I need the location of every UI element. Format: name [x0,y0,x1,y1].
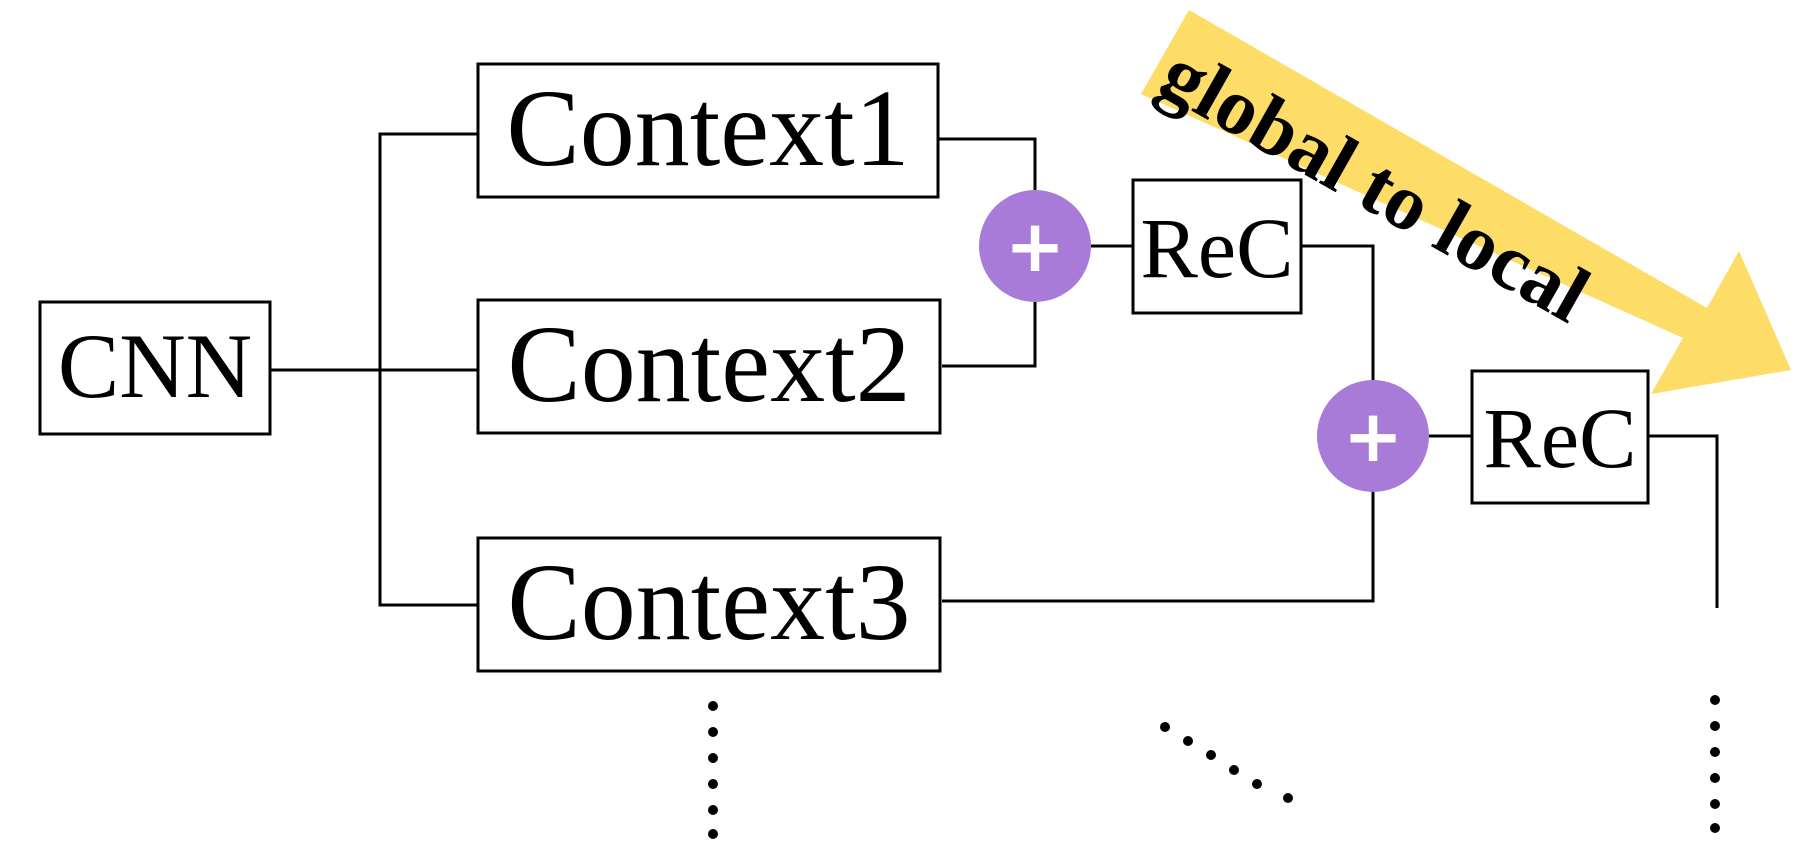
dot [708,805,718,815]
dot [1710,823,1720,833]
cnn-label: CNN [58,315,252,417]
context3-node: Context3 [476,536,942,673]
dot [1283,793,1293,803]
cnn-node: CNN [38,300,272,436]
banner-arrow-shape [1141,10,1791,394]
context3-label: Context3 [507,541,910,663]
dot [708,753,718,763]
context2-node: Context2 [476,298,942,435]
rec1-box [1131,178,1303,315]
continuation-dots-context [708,701,718,839]
context2-label: Context2 [507,303,910,425]
dot [708,829,718,839]
rec1-node: ReC [1131,178,1303,315]
rec2-node: ReC [1470,369,1650,505]
sum2-node: + [1317,380,1429,492]
cnn-box [38,300,272,436]
dot [1710,721,1720,731]
dot [1710,747,1720,757]
connections [235,132,1719,608]
dot [708,727,718,737]
rec2-box [1470,369,1650,505]
sum2-circle [1317,380,1429,492]
dot [708,779,718,789]
dot [1710,695,1720,705]
rec2-label: ReC [1484,390,1637,486]
continuation-dots-output [1710,695,1720,833]
context1-box [476,62,940,199]
dot [1183,736,1193,746]
context3-box [476,536,942,673]
rec1-to-sum2-line [1301,244,1375,381]
context1-node: Context1 [476,62,940,199]
dot [1160,722,1170,732]
context2-to-sum1-line [942,302,1037,368]
branch-line [378,132,478,607]
dot [1710,799,1720,809]
dot [708,701,718,711]
rec2-output-line [1648,434,1719,608]
context1-to-sum1-line [939,137,1037,190]
continuation-dots-diagonal [1160,722,1293,803]
dot [1710,773,1720,783]
plus-icon: + [1343,394,1403,478]
dot [1252,779,1262,789]
context3-to-sum2-line [942,491,1375,603]
sum1-node: + [979,190,1091,302]
dot [1206,750,1216,760]
rec1-label: ReC [1141,200,1294,296]
context2-box [476,298,942,435]
sum1-circle [979,190,1091,302]
context1-label: Context1 [506,67,909,189]
dot [1229,765,1239,775]
plus-icon: + [1005,204,1065,288]
